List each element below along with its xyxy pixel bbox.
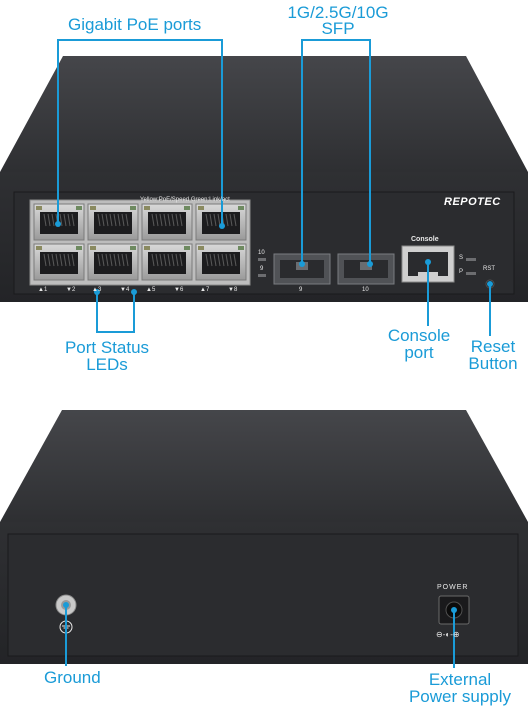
brand-logo: REPOTEC xyxy=(444,196,501,208)
port-led xyxy=(238,246,244,250)
port-led xyxy=(130,246,136,250)
rear-chassis-top xyxy=(0,410,528,522)
port-led xyxy=(76,246,82,250)
sfp-port-10-label: 10 xyxy=(362,287,369,293)
sfp-led-9 xyxy=(258,274,266,277)
rj45-port-5 xyxy=(33,243,85,281)
callout-poe-ports: Gigabit PoE ports xyxy=(68,15,202,34)
port-led xyxy=(144,206,150,210)
rst-label: RST xyxy=(483,266,495,272)
port-led xyxy=(76,206,82,210)
callout-sfp-line1: 1G/2.5G/10G xyxy=(287,3,389,22)
port-led xyxy=(144,246,150,250)
power-led xyxy=(466,272,476,275)
front-chassis-top xyxy=(0,56,528,172)
callout-power-line2: Power supply xyxy=(408,687,512,706)
port-led xyxy=(184,246,190,250)
sfp-led-9-label: 9 xyxy=(260,266,264,272)
rj45-ports xyxy=(33,203,247,281)
sfp-port-9-label: 9 xyxy=(299,287,303,293)
rj45-port-7 xyxy=(141,243,193,281)
port-led xyxy=(36,246,42,250)
rj45-port-3 xyxy=(141,203,193,241)
port-led xyxy=(90,206,96,210)
port-led xyxy=(184,206,190,210)
port-number-label: ▼4 xyxy=(120,287,130,293)
port-number-label: ▼6 xyxy=(174,287,184,293)
callout-reset-line1: Reset xyxy=(470,337,516,356)
callout-power-line1: External xyxy=(428,670,492,689)
sfp-led-10 xyxy=(258,258,266,261)
callout-lines xyxy=(55,39,493,668)
callout-reset-line2: Button xyxy=(468,354,518,373)
callout-sfp-line2: SFP xyxy=(321,19,355,38)
console-label: Console xyxy=(411,236,439,243)
callout-ground: Ground xyxy=(44,668,101,687)
sfp-led-10-label: 10 xyxy=(258,250,265,256)
port-number-label: ▲3 xyxy=(92,287,102,293)
rear-panel xyxy=(7,533,519,657)
rj45-port-2 xyxy=(87,203,139,241)
rj45-port-6 xyxy=(87,243,139,281)
callout-console-line2: port xyxy=(404,343,434,362)
system-led xyxy=(466,258,476,261)
polarity-symbol: ⊖-◐-⊕ xyxy=(436,630,460,639)
port-led xyxy=(198,206,204,210)
port-number-label: ▲1 xyxy=(38,287,48,293)
s-label: S xyxy=(459,255,464,261)
port-led xyxy=(130,206,136,210)
led-legend: Yellow:PoE/Speed Green:Link/act xyxy=(140,197,230,203)
port-number-label: ▲5 xyxy=(146,287,156,293)
port-led xyxy=(36,206,42,210)
port-number-label: ▼2 xyxy=(66,287,76,293)
callout-status-line2: LEDs xyxy=(86,355,128,374)
port-led xyxy=(90,246,96,250)
power-label: POWER xyxy=(437,584,469,591)
callout-console-line1: Console xyxy=(387,326,451,345)
callout-status-line1: Port Status xyxy=(64,338,150,357)
rj45-port-8 xyxy=(195,243,247,281)
port-led xyxy=(238,206,244,210)
port-number-label: ▼8 xyxy=(228,287,238,293)
port-led xyxy=(198,246,204,250)
port-number-label: ▲7 xyxy=(200,287,210,293)
p-label: P xyxy=(459,269,464,275)
